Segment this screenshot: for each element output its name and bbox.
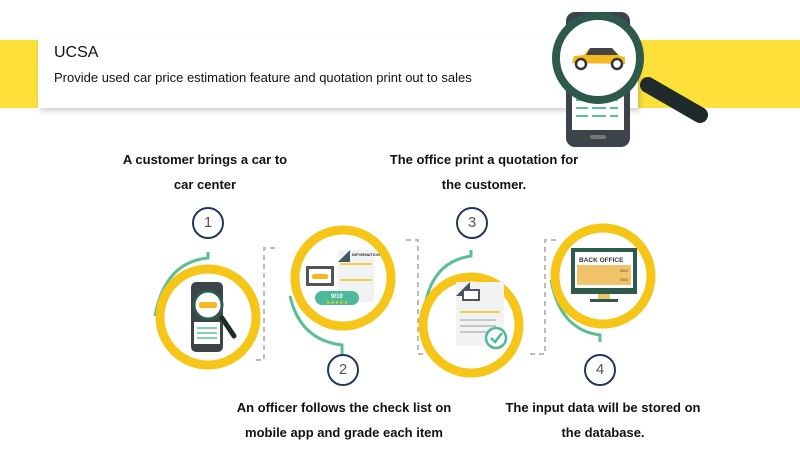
caption-line: mobile app and grade each item: [245, 425, 443, 440]
step-4-number: 4: [584, 354, 616, 386]
phone-magnifier-icon: [552, 12, 708, 147]
caption-line: A customer brings a car to: [122, 152, 288, 167]
back-office-label: BACK OFFICE: [579, 257, 624, 264]
caption-line: the database.: [561, 425, 645, 440]
caption-line: car center: [173, 177, 237, 192]
step-1-caption: A customer brings a car to car center: [75, 147, 335, 197]
step-2-number: 2: [327, 354, 359, 386]
caption-line: the customer.: [441, 177, 527, 192]
screen-value: XXX: [620, 268, 628, 273]
step-1-number: 1: [192, 207, 224, 239]
caption-line: The input data will be stored on: [505, 400, 701, 415]
page-subtitle: Provide used car price estimation featur…: [54, 70, 472, 85]
step-4-caption: The input data will be stored on the dat…: [473, 395, 733, 445]
caption-line: The office print a quotation for: [389, 152, 579, 167]
step-4-illustration: BACK OFFICE XXX XXX: [550, 223, 656, 329]
rating-text: 9/10: [331, 294, 343, 300]
step-3-illustration: [418, 272, 524, 378]
page-title: UCSA: [54, 44, 99, 61]
doc-heading: INFORMATION: [352, 252, 380, 257]
step-2-illustration: INFORMATION 9/10 ★★★★★: [290, 225, 396, 331]
step-3-caption: The office print a quotation for the cus…: [354, 147, 614, 197]
header-box: UCSA Provide used car price estimation f…: [38, 38, 638, 108]
caption-line: An officer follows the check list on: [236, 400, 452, 415]
rating-stars-icon: ★★★★★: [326, 300, 349, 306]
step-3-number: 3: [456, 207, 488, 239]
screen-value: XXX: [620, 277, 628, 282]
step-2-caption: An officer follows the check list on mob…: [214, 395, 474, 445]
step-1-illustration: [155, 264, 261, 370]
dashed-connectors: [256, 239, 556, 361]
checkmark-icon: [490, 332, 503, 344]
